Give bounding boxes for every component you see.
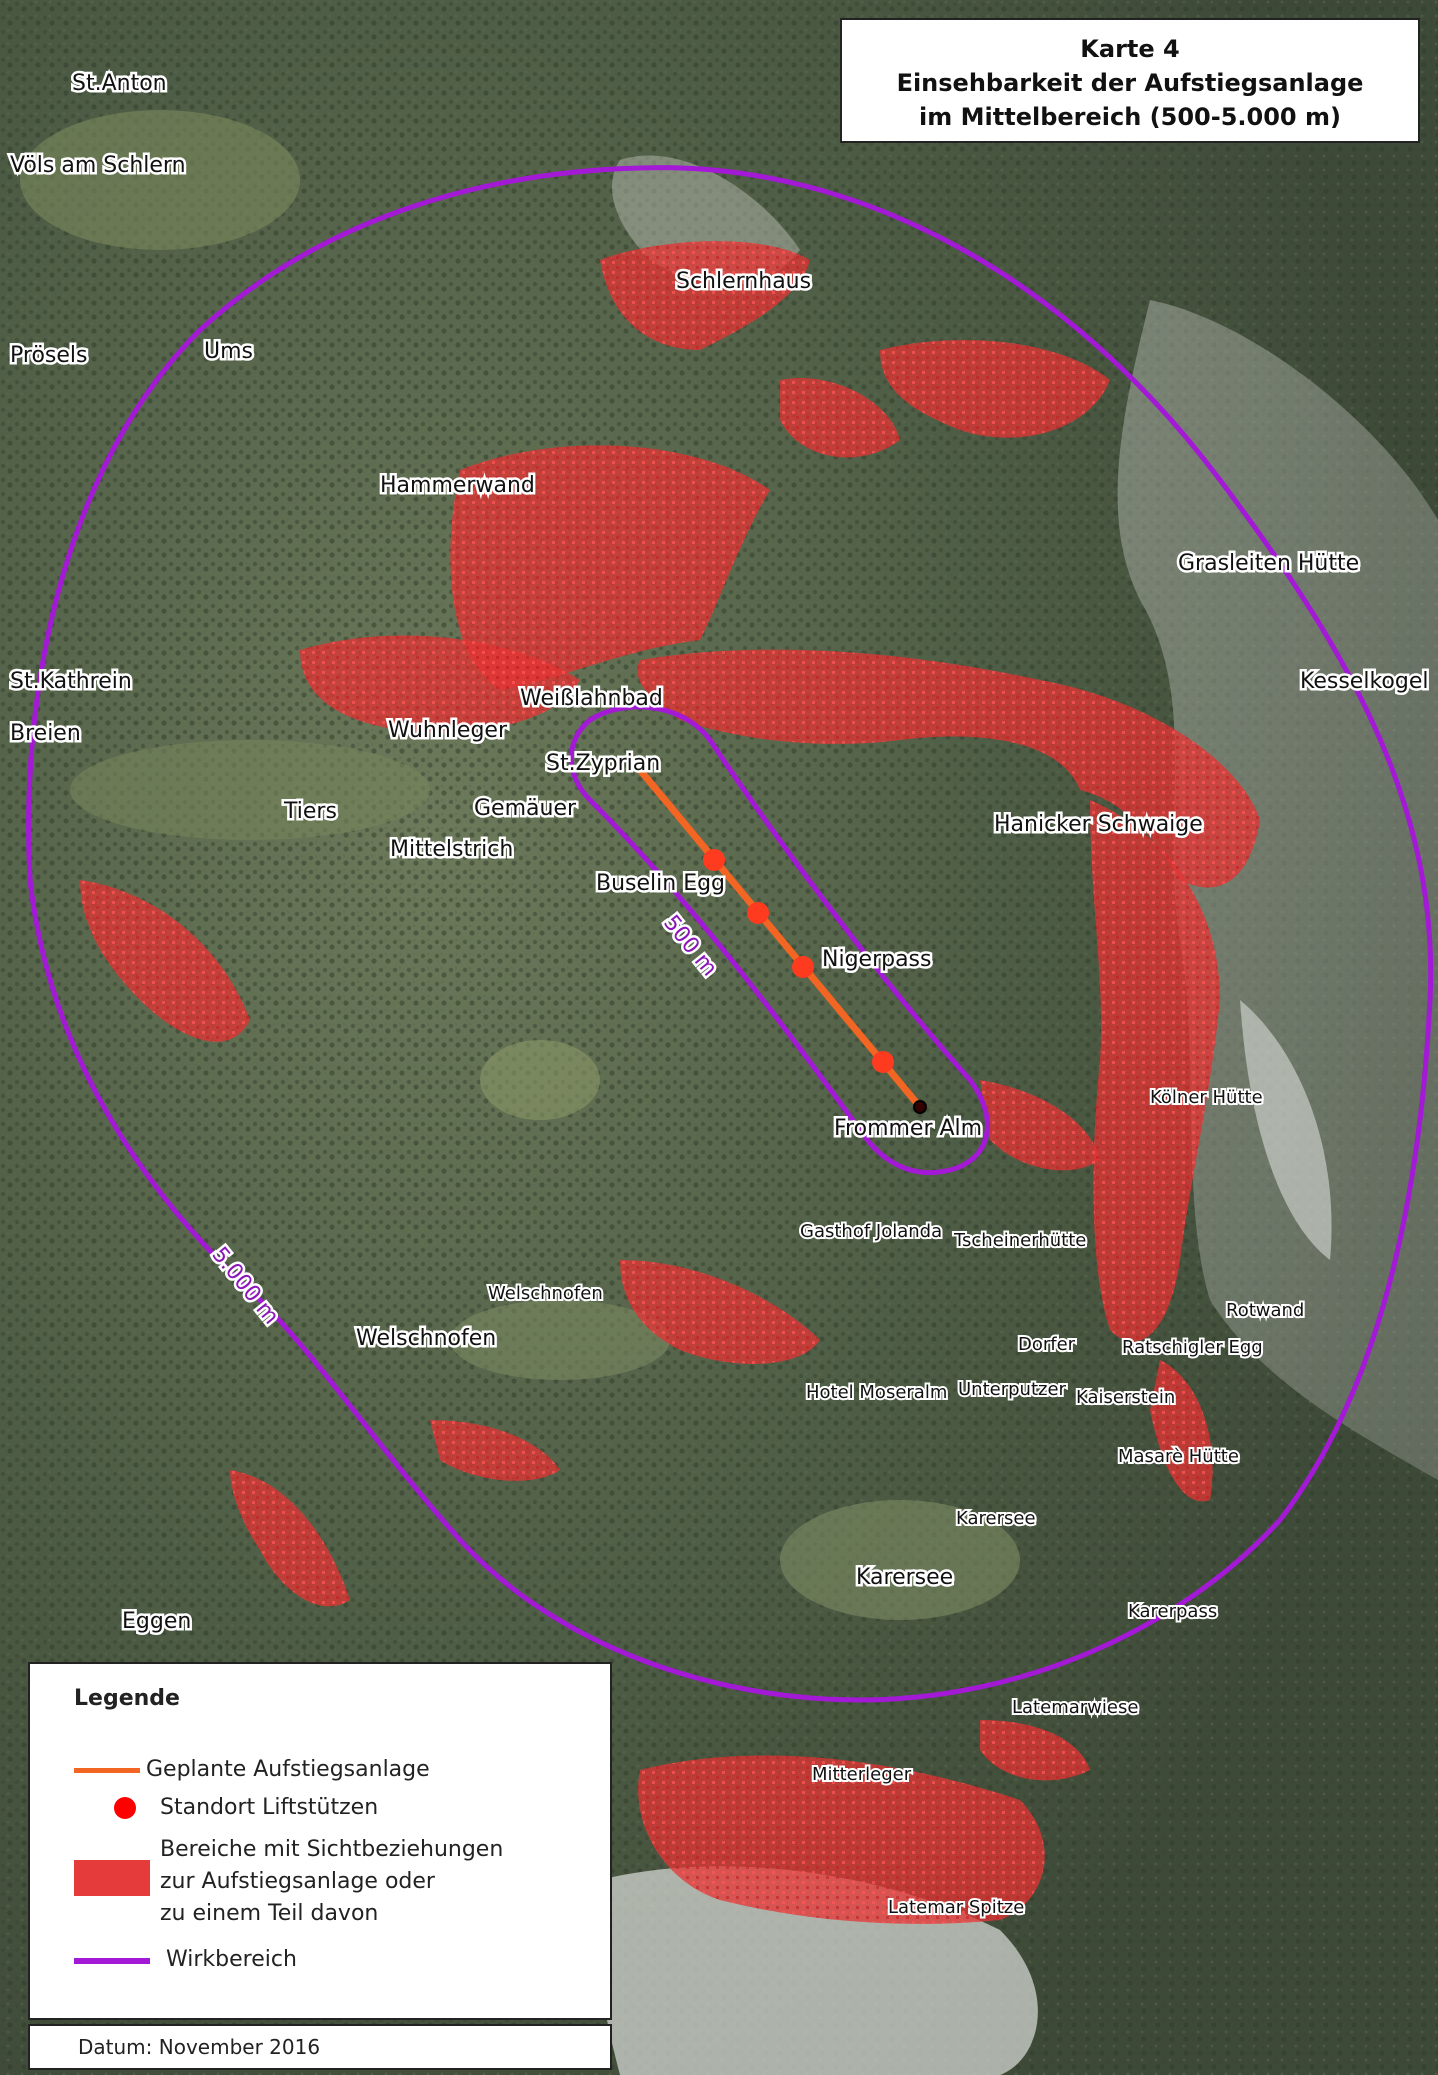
place-label: Hammerwand	[380, 473, 535, 498]
place-label: Kölner Hütte	[1150, 1087, 1263, 1108]
place-label: Schlernhaus	[676, 269, 811, 294]
map-title-line1: Karte 4	[1080, 35, 1180, 63]
pylon-4	[872, 1051, 894, 1073]
place-labels-small: Kölner Hütte Gasthof Jolanda Tscheinerhü…	[486, 1085, 1306, 1920]
legend-impact-zone-label: Wirkbereich	[166, 1947, 297, 1972]
place-label: Mitterleger	[812, 1764, 912, 1785]
pylon-2	[747, 902, 769, 924]
place-label: St.Kathrein	[10, 669, 132, 694]
place-label: Latemar Spitze	[888, 1897, 1024, 1918]
map-title-box: Karte 4 Einsehbarkeit der Aufstiegsanlag…	[840, 18, 1420, 143]
place-label: Welschnofen	[488, 1283, 603, 1304]
place-label: Breien	[10, 721, 81, 746]
place-labels-large: St.Anton Völs am Schlern Prösels Ums Sch…	[8, 69, 1431, 1637]
legend-pylon-symbol	[114, 1797, 136, 1819]
map-title-line2: Einsehbarkeit der Aufstiegsanlage	[896, 69, 1364, 97]
place-label: Eggen	[122, 1609, 191, 1634]
place-label: Karerpass	[1128, 1601, 1217, 1622]
legend-visibility-symbol	[74, 1860, 150, 1896]
place-label: Dorfer	[1018, 1334, 1076, 1355]
place-label: Ratschigler Egg	[1122, 1337, 1263, 1358]
place-label: Hanicker Schwaige	[994, 812, 1203, 837]
place-label: Rotwand	[1226, 1300, 1304, 1321]
pylon-3	[792, 956, 814, 978]
map-title-line3: im Mittelbereich (500-5.000 m)	[919, 103, 1341, 131]
date-label: Datum: November 2016	[78, 2035, 321, 2059]
place-label: Mittelstrich	[390, 837, 513, 862]
place-label: Tiers	[283, 799, 337, 824]
place-label: Gemäuer	[474, 796, 577, 821]
place-label: Ums	[204, 339, 253, 364]
date-box: Datum: November 2016	[28, 2024, 612, 2070]
legend-pylon-label: Standort Liftstützen	[160, 1795, 379, 1820]
lift-end-station	[913, 1100, 927, 1114]
place-label: Karersee	[856, 1565, 953, 1590]
place-label: Frommer Alm	[834, 1116, 982, 1141]
place-label: Prösels	[10, 343, 87, 368]
legend-visibility-label-2: zur Aufstiegsanlage oder	[160, 1869, 435, 1894]
legend-visibility-label-3: zu einem Teil davon	[160, 1901, 379, 1926]
place-label: Welschnofen	[356, 1326, 496, 1351]
place-label: Wuhnleger	[388, 718, 508, 743]
place-label: Buselin Egg	[596, 871, 725, 896]
lift-layer	[637, 767, 927, 1114]
place-label: St.Anton	[72, 71, 167, 96]
place-label: Unterputzer	[958, 1379, 1067, 1400]
legend-heading: Legende	[74, 1686, 180, 1711]
place-label: Kaiserstein	[1076, 1387, 1175, 1408]
place-label: Weißlahnbad	[520, 686, 663, 711]
pylon-1	[703, 849, 725, 871]
place-label: Völs am Schlern	[10, 153, 186, 178]
place-label: Latemarwiese	[1012, 1697, 1138, 1718]
legend-impact-zone-symbol	[74, 1958, 150, 1964]
place-label: Karersee	[956, 1508, 1036, 1529]
place-label: Nigerpass	[822, 947, 931, 972]
place-label: Masarè Hütte	[1118, 1446, 1239, 1467]
place-label: Gasthof Jolanda	[800, 1221, 942, 1242]
legend-lift-symbol	[74, 1768, 140, 1773]
legend-lift-label: Geplante Aufstiegsanlage	[146, 1757, 430, 1782]
place-label: Tscheinerhütte	[953, 1230, 1086, 1251]
meadow-regions	[20, 110, 1020, 1620]
inner-impact-zone	[568, 704, 990, 1176]
impact-zones	[26, 165, 1434, 1703]
place-label: St.Zyprian	[546, 751, 660, 776]
place-label: Grasleiten Hütte	[1178, 551, 1359, 576]
legend-visibility-label-1: Bereiche mit Sichtbeziehungen	[160, 1837, 504, 1862]
place-label: Hotel Moseralm	[806, 1382, 947, 1403]
legend-box: Legende Geplante Aufstiegsanlage Standor…	[28, 1662, 612, 2020]
planned-lift-line	[637, 767, 923, 1110]
visibility-areas	[80, 241, 1260, 1924]
place-label: Kesselkogel	[1300, 669, 1428, 694]
outer-impact-zone	[26, 165, 1434, 1703]
